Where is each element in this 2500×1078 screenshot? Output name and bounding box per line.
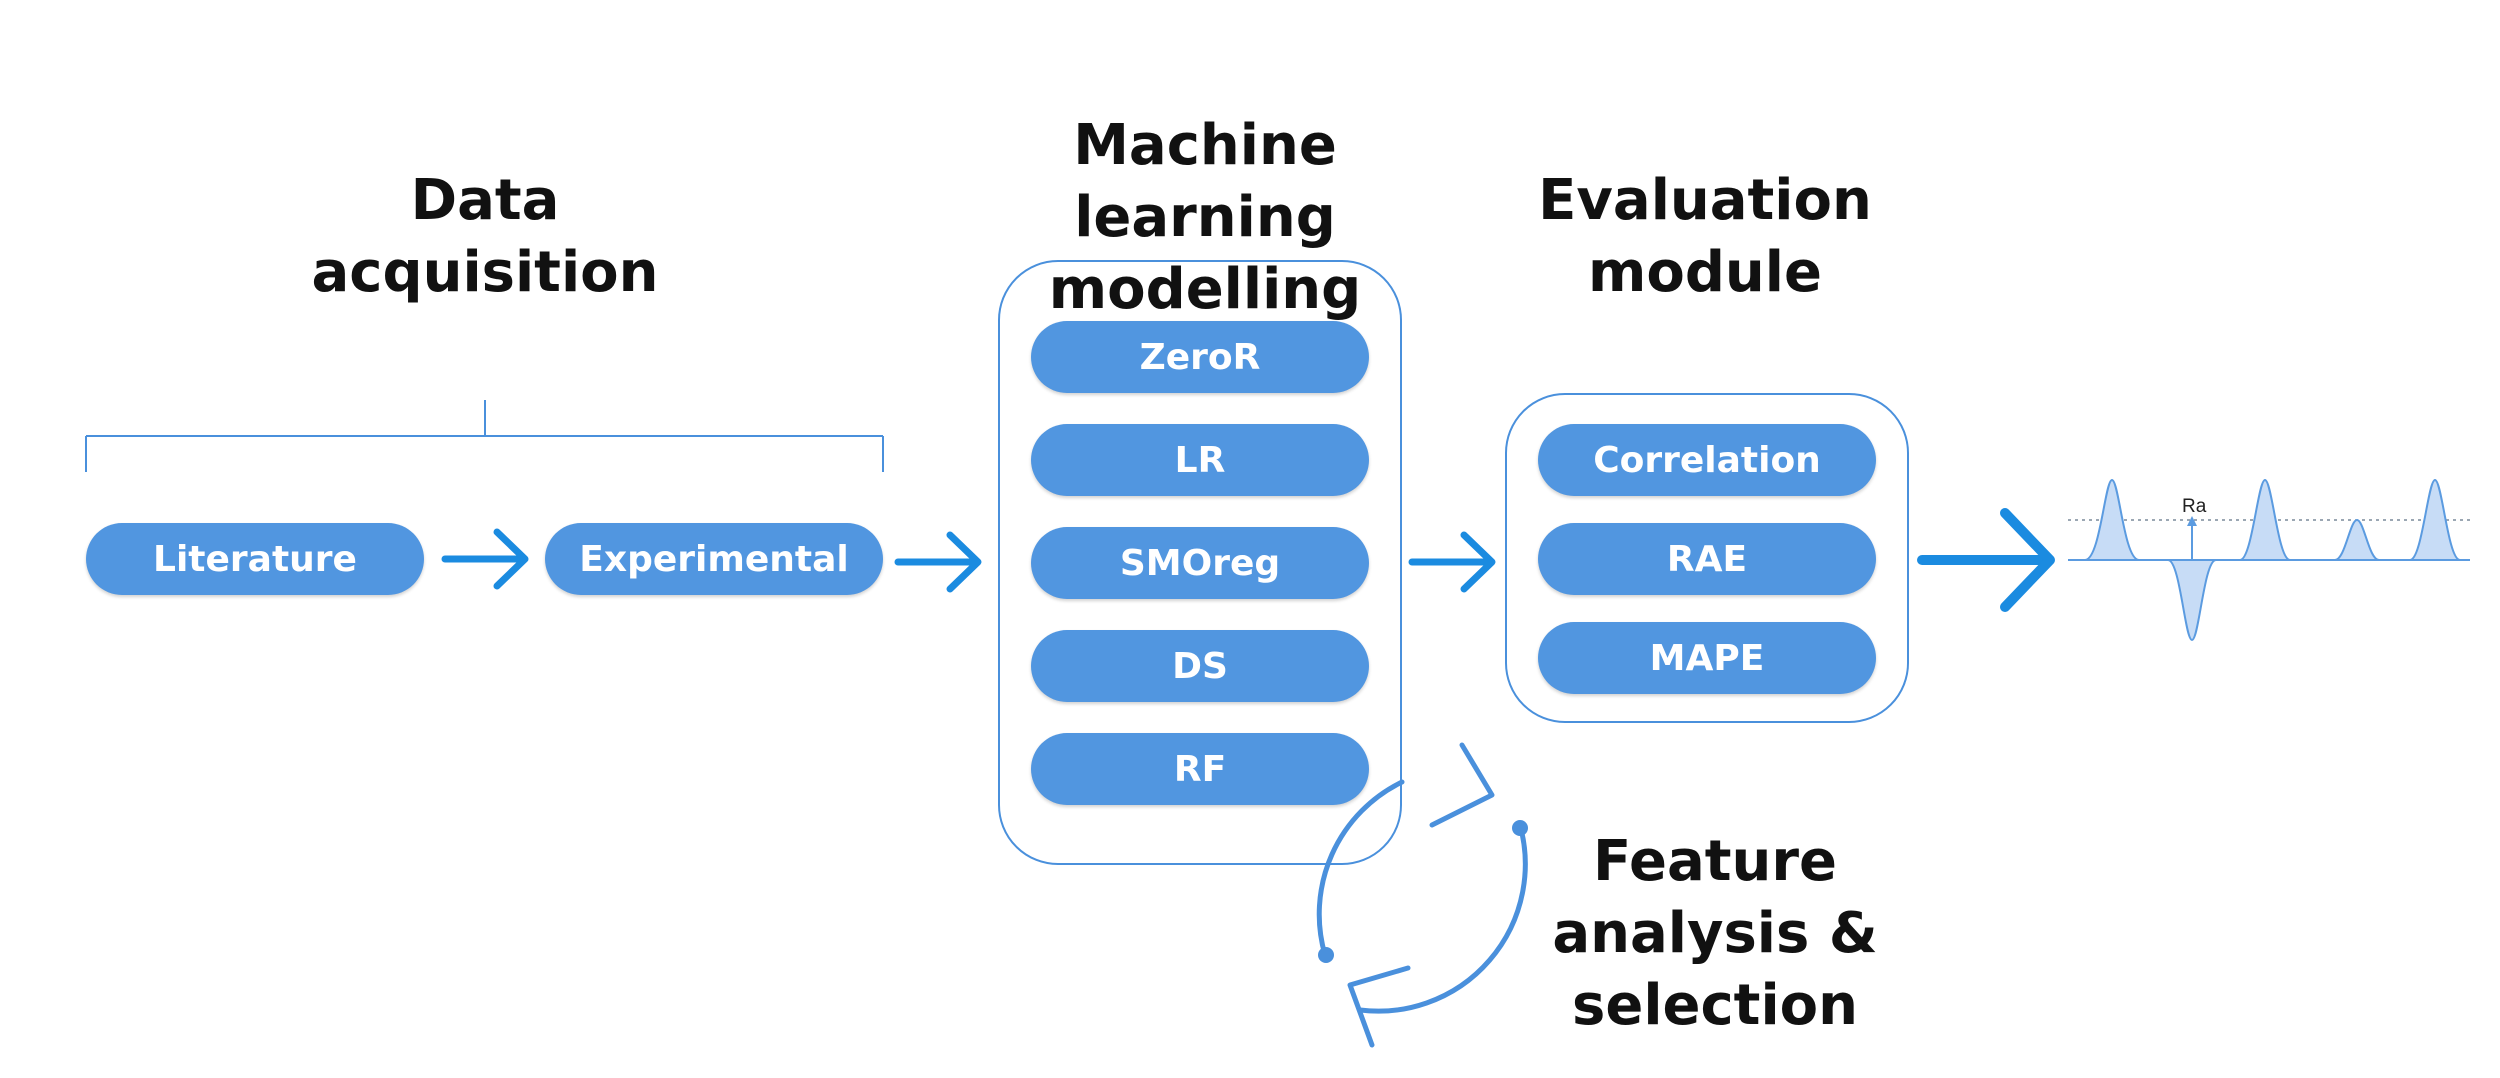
- surface-roughness-profile-icon: Ra: [2068, 478, 2470, 642]
- arrow-right-icon: [1408, 531, 1496, 593]
- metric-mape: MAPE: [1538, 622, 1876, 694]
- evaluation-box: [1505, 393, 1909, 723]
- model-rf: RF: [1031, 733, 1369, 805]
- data-source-literature: Literature: [86, 523, 424, 595]
- refresh-cycle-icon: [1316, 742, 1528, 1048]
- metric-correlation: Correlation: [1538, 424, 1876, 496]
- heading-data-acquisition: Data acquisition: [311, 168, 659, 305]
- roughness-label: Ra: [2182, 496, 2207, 517]
- ml-models-box: [998, 260, 1402, 865]
- model-ds: DS: [1031, 630, 1369, 702]
- heading-evaluation-module: Evaluation module: [1538, 168, 1872, 305]
- data-acquisition-bracket: [85, 400, 884, 472]
- arrow-right-icon: [441, 528, 529, 590]
- heading-feature-analysis: Feature analysis & selection: [1552, 829, 1878, 1038]
- arrow-right-icon: [1917, 508, 2055, 612]
- data-source-experimental: Experimental: [545, 523, 883, 595]
- metric-rae: RAE: [1538, 523, 1876, 595]
- model-smoreg: SMOreg: [1031, 527, 1369, 599]
- model-zeror: ZeroR: [1031, 321, 1369, 393]
- model-lr: LR: [1031, 424, 1369, 496]
- arrow-right-icon: [894, 531, 982, 593]
- heading-ml-modelling: Machine learning modelling: [1048, 113, 1362, 322]
